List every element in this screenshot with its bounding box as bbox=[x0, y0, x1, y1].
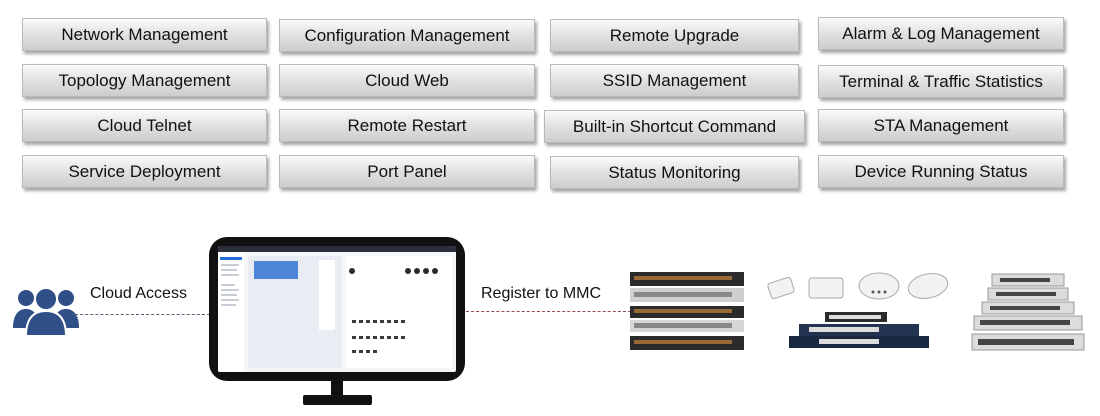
users-icon bbox=[13, 287, 79, 337]
feature-device-running-status[interactable]: Device Running Status bbox=[818, 155, 1064, 188]
cloud-web-screenshot bbox=[218, 246, 456, 372]
feature-cloud-telnet[interactable]: Cloud Telnet bbox=[22, 109, 267, 142]
feature-service-deployment[interactable]: Service Deployment bbox=[22, 155, 267, 188]
monitor-stand-neck bbox=[331, 380, 343, 397]
feature-network-management[interactable]: Network Management bbox=[22, 18, 267, 51]
feature-remote-restart[interactable]: Remote Restart bbox=[279, 109, 535, 142]
feature-terminal-traffic-statistics[interactable]: Terminal & Traffic Statistics bbox=[818, 65, 1064, 98]
monitor-stand-base bbox=[303, 395, 372, 405]
feature-built-in-shortcut-command[interactable]: Built-in Shortcut Command bbox=[544, 110, 805, 143]
feature-topology-management[interactable]: Topology Management bbox=[22, 64, 267, 97]
access-points-group bbox=[767, 272, 949, 348]
register-connection-line bbox=[466, 311, 631, 312]
register-mmc-label: Register to MMC bbox=[481, 285, 602, 302]
feature-configuration-management[interactable]: Configuration Management bbox=[279, 19, 535, 52]
feature-port-panel[interactable]: Port Panel bbox=[279, 155, 535, 188]
feature-remote-upgrade[interactable]: Remote Upgrade bbox=[550, 19, 799, 52]
feature-ssid-management[interactable]: SSID Management bbox=[550, 64, 799, 97]
monitor-icon bbox=[209, 237, 465, 381]
rack-switch-stack bbox=[630, 272, 744, 350]
dashboard-preview bbox=[218, 246, 456, 372]
cloud-access-label: Cloud Access bbox=[90, 285, 187, 302]
feature-alarm-log-management[interactable]: Alarm & Log Management bbox=[818, 17, 1064, 50]
feature-sta-management[interactable]: STA Management bbox=[818, 109, 1064, 142]
feature-cloud-web[interactable]: Cloud Web bbox=[279, 64, 535, 97]
feature-status-monitoring[interactable]: Status Monitoring bbox=[550, 156, 799, 189]
desktop-switch-stack bbox=[971, 273, 1085, 351]
user-connection-line bbox=[70, 314, 210, 315]
